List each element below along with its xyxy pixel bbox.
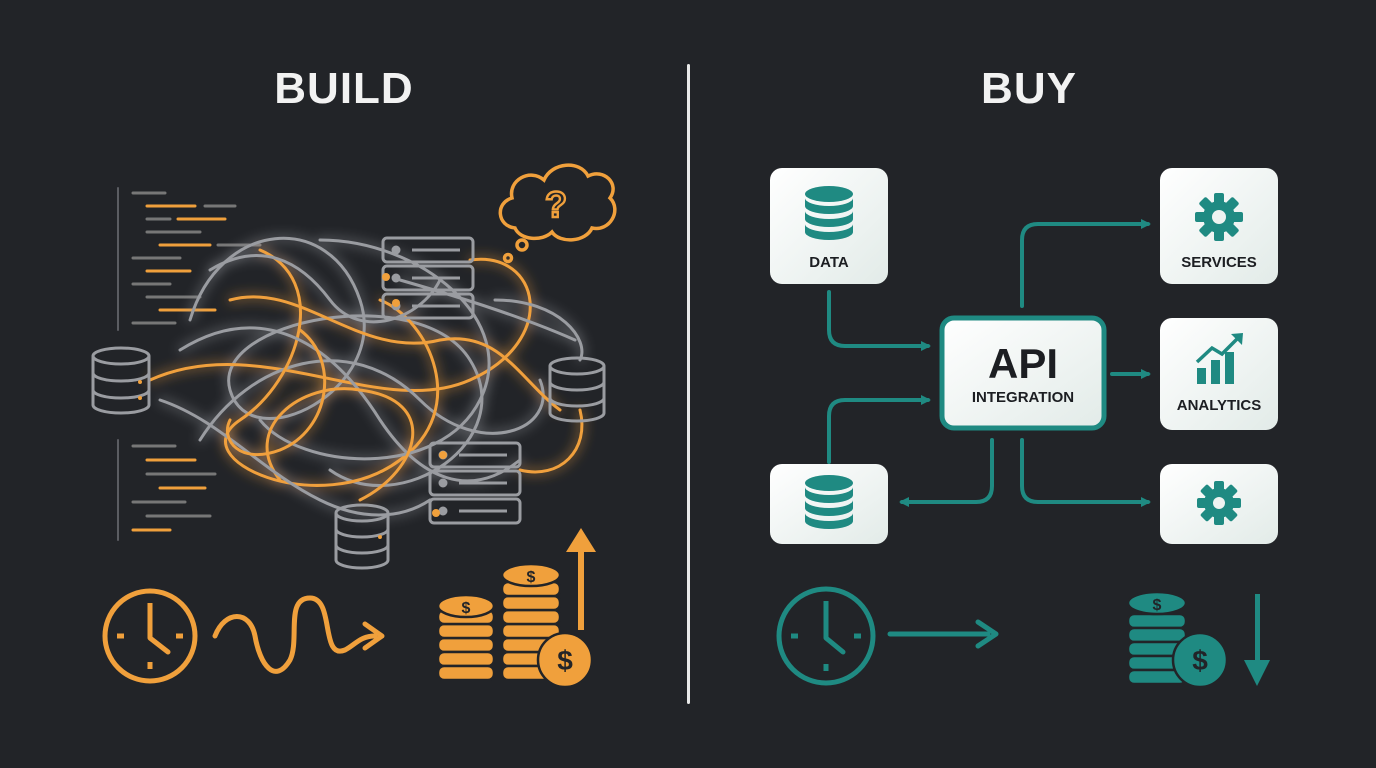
database-icon	[805, 186, 853, 240]
buy-title: BUY	[981, 64, 1077, 113]
build-title: BUILD	[274, 64, 414, 113]
services-node-label: SERVICES	[1181, 254, 1257, 271]
code-snippet-top	[117, 187, 262, 331]
svg-text:$: $	[1153, 597, 1162, 614]
data-store-node	[770, 464, 888, 544]
cost-up-arrow	[566, 528, 596, 630]
coin-stack-icon: $ $	[1126, 590, 1229, 689]
database-icon	[334, 503, 390, 570]
direct-arrow	[887, 619, 999, 649]
connector-dots	[382, 273, 447, 517]
svg-text:$: $	[527, 569, 536, 586]
analytics-node-label: ANALYTICS	[1177, 397, 1261, 414]
center-divider	[687, 64, 690, 704]
database-icon	[548, 356, 606, 423]
api-integration-node: API INTEGRATION	[939, 315, 1107, 431]
data-node-label: DATA	[809, 254, 849, 271]
analytics-node: ANALYTICS	[1160, 318, 1278, 430]
gear-icon	[1195, 193, 1243, 241]
clock-icon	[776, 586, 876, 686]
data-node: DATA	[770, 168, 888, 284]
question-thought-bubble-icon: ?	[498, 163, 617, 264]
svg-text:?: ?	[545, 184, 567, 225]
code-snippet-bottom	[117, 439, 217, 541]
gear-icon	[1197, 481, 1241, 525]
svg-text:$: $	[557, 645, 573, 676]
winding-arrow	[212, 595, 385, 674]
api-flow-arrows	[827, 219, 1151, 507]
coin-stack-icon: $ $ $	[436, 562, 594, 689]
database-icon	[805, 475, 853, 529]
svg-text:$: $	[462, 600, 471, 617]
svg-text:$: $	[1192, 645, 1208, 676]
server-rack-icon	[428, 441, 522, 525]
service-node	[1160, 464, 1278, 544]
api-subtitle: INTEGRATION	[972, 389, 1074, 406]
database-icon	[91, 346, 151, 415]
services-node: SERVICES	[1160, 168, 1278, 284]
bar-chart-icon	[1195, 333, 1243, 384]
api-title: API	[988, 340, 1058, 387]
cost-down-arrow	[1244, 594, 1270, 686]
clock-icon	[102, 588, 198, 684]
